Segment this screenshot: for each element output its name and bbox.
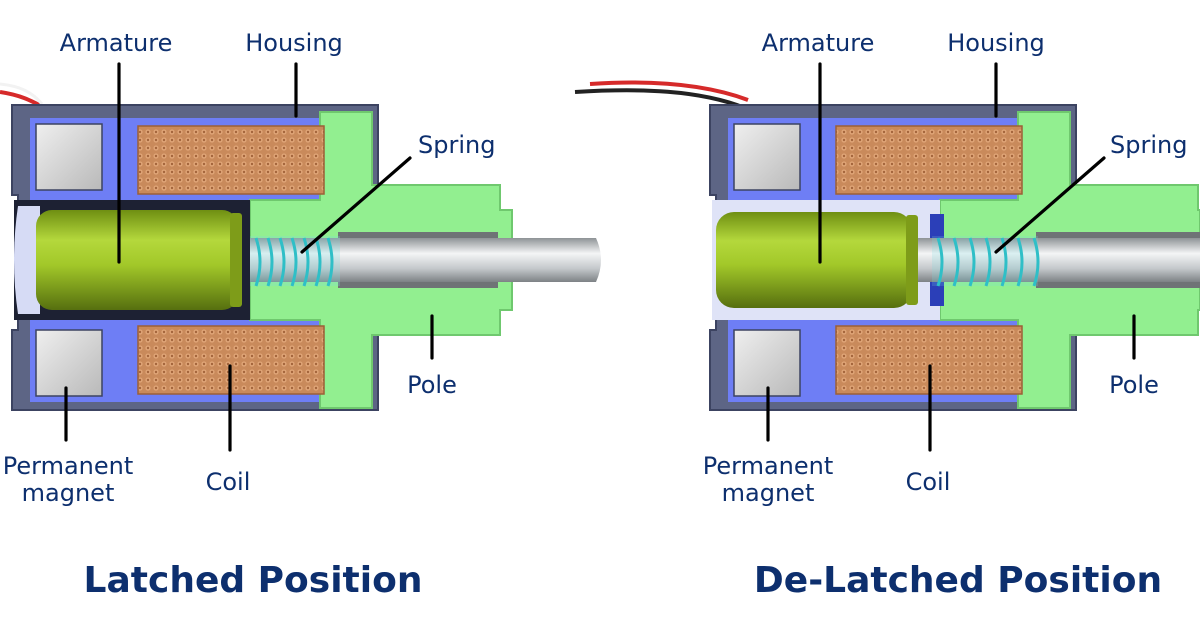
label-permanent-magnet-line2: magnet xyxy=(722,479,815,507)
leader-lines-latched xyxy=(64,62,434,452)
diagram-title-latched: Latched Position xyxy=(84,560,423,601)
rod-channel-bottom xyxy=(1036,282,1200,288)
rod-channel-top xyxy=(338,232,498,238)
armature xyxy=(716,212,912,308)
armature xyxy=(36,210,238,310)
label-permanent-magnet-line2: magnet xyxy=(22,479,115,507)
label-coil: Coil xyxy=(206,468,251,496)
coil-top xyxy=(835,125,1023,195)
label-spring: Spring xyxy=(1110,131,1187,159)
lead-wires xyxy=(574,80,749,110)
labels-latched: Armature Housing Spring Pole Permanent m… xyxy=(3,29,496,601)
permanent-magnet-top xyxy=(35,123,103,191)
labels-delatched: Armature Housing Spring Pole Permanent m… xyxy=(703,29,1188,601)
label-permanent-magnet-line1: Permanent xyxy=(3,452,134,480)
rod-channel-bottom xyxy=(338,282,498,288)
label-housing: Housing xyxy=(245,29,343,57)
leader-lines-delatched xyxy=(766,62,1136,452)
label-permanent-magnet-line1: Permanent xyxy=(703,452,834,480)
cavity-highlight xyxy=(14,206,40,314)
rod-channel-top xyxy=(1036,232,1200,238)
plunger-rod xyxy=(250,238,601,282)
label-pole: Pole xyxy=(1109,371,1159,399)
label-armature: Armature xyxy=(762,29,875,57)
label-armature: Armature xyxy=(60,29,173,57)
solenoid-delatched xyxy=(574,80,1200,411)
spring xyxy=(250,236,340,287)
label-pole: Pole xyxy=(407,371,457,399)
permanent-magnet-bottom xyxy=(733,329,801,397)
label-coil: Coil xyxy=(906,468,951,496)
solenoid-latched xyxy=(0,82,601,411)
permanent-magnet-bottom xyxy=(35,329,103,397)
armature-end xyxy=(906,215,918,305)
spring xyxy=(932,236,1040,287)
diagram-title-delatched: De-Latched Position xyxy=(754,560,1162,601)
permanent-magnet-top xyxy=(733,123,801,191)
label-spring: Spring xyxy=(418,131,495,159)
label-housing: Housing xyxy=(947,29,1045,57)
armature-end xyxy=(230,213,242,307)
coil-top xyxy=(137,125,325,195)
